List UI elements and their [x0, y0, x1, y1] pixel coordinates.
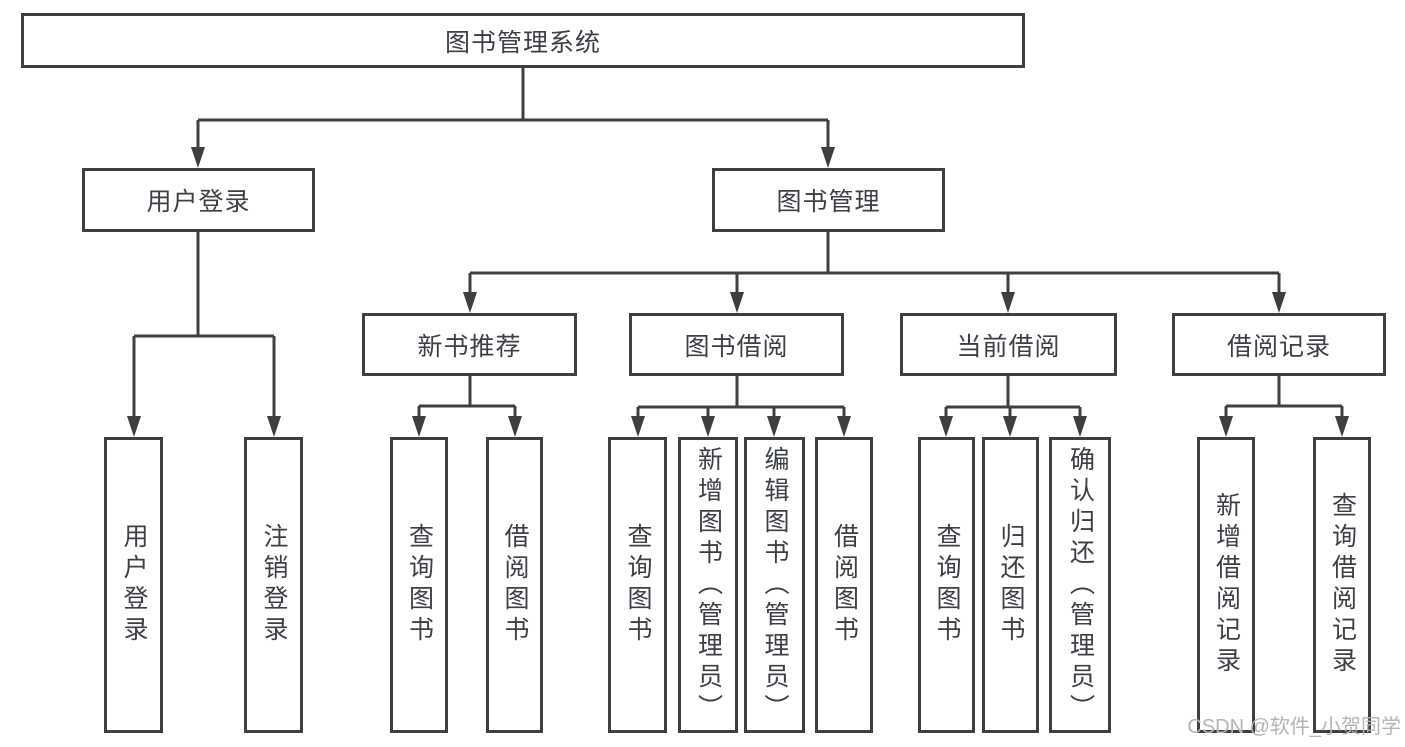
node-label: 编辑图书（管理员）: [761, 445, 789, 725]
leaf-return-books: 归还图书: [982, 437, 1039, 733]
node-current-borrowing: 当前借阅: [900, 313, 1117, 376]
leaf-borrow-books-2: 借阅图书: [815, 437, 873, 733]
node-label: 图书借阅: [684, 332, 789, 361]
arrow-down-icon: [1003, 416, 1017, 437]
leaf-query-books-1: 查询图书: [390, 437, 448, 733]
arrow-down-icon: [821, 147, 835, 168]
node-borrowing-records: 借阅记录: [1172, 313, 1386, 376]
node-label: 新增图书（管理员）: [694, 445, 723, 725]
arrow-down-icon: [1219, 416, 1233, 437]
arrow-down-icon: [412, 416, 426, 437]
node-label: 图书管理: [776, 188, 881, 216]
node-book-borrowing: 图书借阅: [629, 313, 844, 376]
leaf-edit-book-admin: 编辑图书（管理员）: [744, 437, 805, 733]
arrow-down-icon: [1272, 292, 1286, 313]
arrow-down-icon: [127, 416, 141, 437]
node-book-management: 图书管理: [712, 168, 945, 232]
leaf-borrow-books-1: 借阅图书: [486, 437, 543, 733]
leaf-logout: 注销登录: [244, 437, 303, 733]
arrow-down-icon: [1073, 416, 1087, 437]
node-label: 查询借阅记录: [1328, 492, 1357, 678]
node-label: 确认归还（管理员）: [1066, 445, 1095, 725]
node-label: 查询图书: [933, 523, 961, 647]
node-label: 借阅图书: [830, 523, 859, 647]
node-label: 注销登录: [260, 523, 288, 647]
leaf-query-books-2: 查询图书: [608, 437, 667, 733]
arrow-down-icon: [463, 292, 477, 313]
node-label: 查询图书: [624, 523, 652, 647]
arrow-down-icon: [1335, 416, 1349, 437]
arrow-down-icon: [939, 416, 953, 437]
node-label: 新书推荐: [417, 332, 522, 361]
arrow-down-icon: [267, 416, 281, 437]
arrow-down-icon: [1001, 292, 1015, 313]
node-label: 查询图书: [405, 523, 434, 647]
leaf-user-login: 用户登录: [104, 437, 163, 733]
node-label: 图书管理系统: [444, 28, 601, 57]
arrow-down-icon: [191, 147, 205, 168]
arrow-down-icon: [837, 416, 851, 437]
arrow-down-icon: [730, 292, 744, 313]
node-label: 新增借阅记录: [1212, 492, 1241, 678]
leaf-query-borrow-record: 查询借阅记录: [1313, 437, 1371, 733]
node-label: 归还图书: [997, 523, 1025, 647]
csdn-watermark: CSDN @软件_小贺同学: [1187, 716, 1401, 738]
leaf-query-books-3: 查询图书: [918, 437, 975, 733]
arrow-down-icon: [631, 416, 645, 437]
arrow-down-icon: [701, 416, 715, 437]
arrow-down-icon: [767, 416, 781, 437]
arrow-down-icon: [508, 416, 522, 437]
leaf-add-borrow-record: 新增借阅记录: [1197, 437, 1255, 733]
node-label: 用户登录: [120, 523, 148, 647]
node-label: 当前借阅: [956, 332, 1061, 361]
node-label: 借阅图书: [501, 523, 529, 647]
node-label: 用户登录: [146, 188, 251, 216]
node-user-login: 用户登录: [82, 168, 315, 232]
leaf-confirm-return-admin: 确认归还（管理员）: [1049, 437, 1111, 733]
node-label: 借阅记录: [1226, 332, 1331, 361]
leaf-add-book-admin: 新增图书（管理员）: [678, 437, 738, 733]
node-library-management-system: 图书管理系统: [21, 13, 1025, 68]
node-new-book-recommend: 新书推荐: [362, 313, 577, 376]
